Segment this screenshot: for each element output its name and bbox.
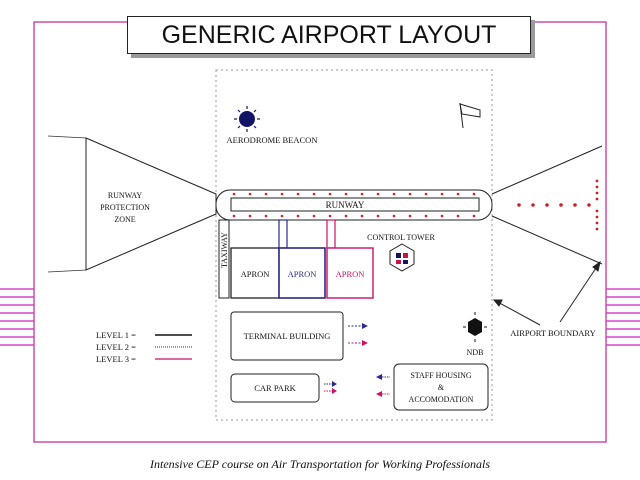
runway-protection-zone-right-bottom <box>491 215 603 265</box>
slide-frame <box>33 21 607 443</box>
taxiway-label: TAXIWAY <box>220 232 229 268</box>
legend-label-level2: LEVEL 2 = <box>96 342 136 352</box>
terminal-arrows <box>348 323 368 346</box>
apron-level3 <box>326 247 374 299</box>
car-park-arrows <box>324 381 337 394</box>
staff-housing-label-1: STAFF HOUSING <box>410 371 472 380</box>
control-tower-icon <box>389 243 415 272</box>
apron-1-label: APRON <box>241 269 270 279</box>
runway-protection-zone-left <box>85 137 217 271</box>
runway <box>230 197 480 212</box>
footer-caption: Intensive CEP course on Air Transportati… <box>149 457 490 471</box>
car-park <box>230 373 320 403</box>
control-tower-label: CONTROL TOWER <box>367 233 435 242</box>
taxiway <box>218 219 230 299</box>
runway-protection-zone-right-top <box>491 145 603 195</box>
left-decor-lines <box>0 288 34 346</box>
boundary-pointer <box>492 260 601 326</box>
terminal-building <box>230 311 344 361</box>
ndb-icon <box>463 312 487 342</box>
ndb-label: NDB <box>467 348 484 357</box>
approach-lights <box>517 179 599 231</box>
protection-zone-label-2: PROTECTION <box>100 203 150 212</box>
runway-lights <box>232 192 476 218</box>
taxiway-connector-level3 <box>326 219 336 249</box>
legend-label-level3: LEVEL 3 = <box>96 354 136 364</box>
right-decor-lines <box>606 288 640 346</box>
staff-housing-arrows <box>376 374 390 397</box>
staff-housing-label-3: ACCOMODATION <box>409 395 474 404</box>
aerodrome-beacon-icon <box>234 106 260 132</box>
protection-zone-label-1: RUNWAY <box>108 191 143 200</box>
airport-boundary-outline <box>215 69 493 421</box>
terminal-building-label: TERMINAL BUILDING <box>244 331 331 341</box>
airport-boundary-label: AIRPORT BOUNDARY <box>510 328 596 338</box>
windsock-icon <box>459 102 481 129</box>
staff-housing-label-2: & <box>438 383 445 392</box>
slide-title: GENERIC AIRPORT LAYOUT <box>127 16 531 54</box>
apron-3-label: APRON <box>336 269 365 279</box>
apron-level2 <box>278 247 326 299</box>
legend-label-level1: LEVEL 1 = <box>96 330 136 340</box>
apron-level1 <box>230 247 280 299</box>
protection-zone-label-3: ZONE <box>114 215 135 224</box>
aerodrome-beacon-label: AERODROME BEACON <box>227 135 318 145</box>
staff-housing <box>393 363 489 411</box>
runway-label: RUNWAY <box>326 200 365 210</box>
apron-2-label: APRON <box>288 269 317 279</box>
car-park-label: CAR PARK <box>254 383 296 393</box>
taxiway-connector-level2 <box>278 219 288 249</box>
